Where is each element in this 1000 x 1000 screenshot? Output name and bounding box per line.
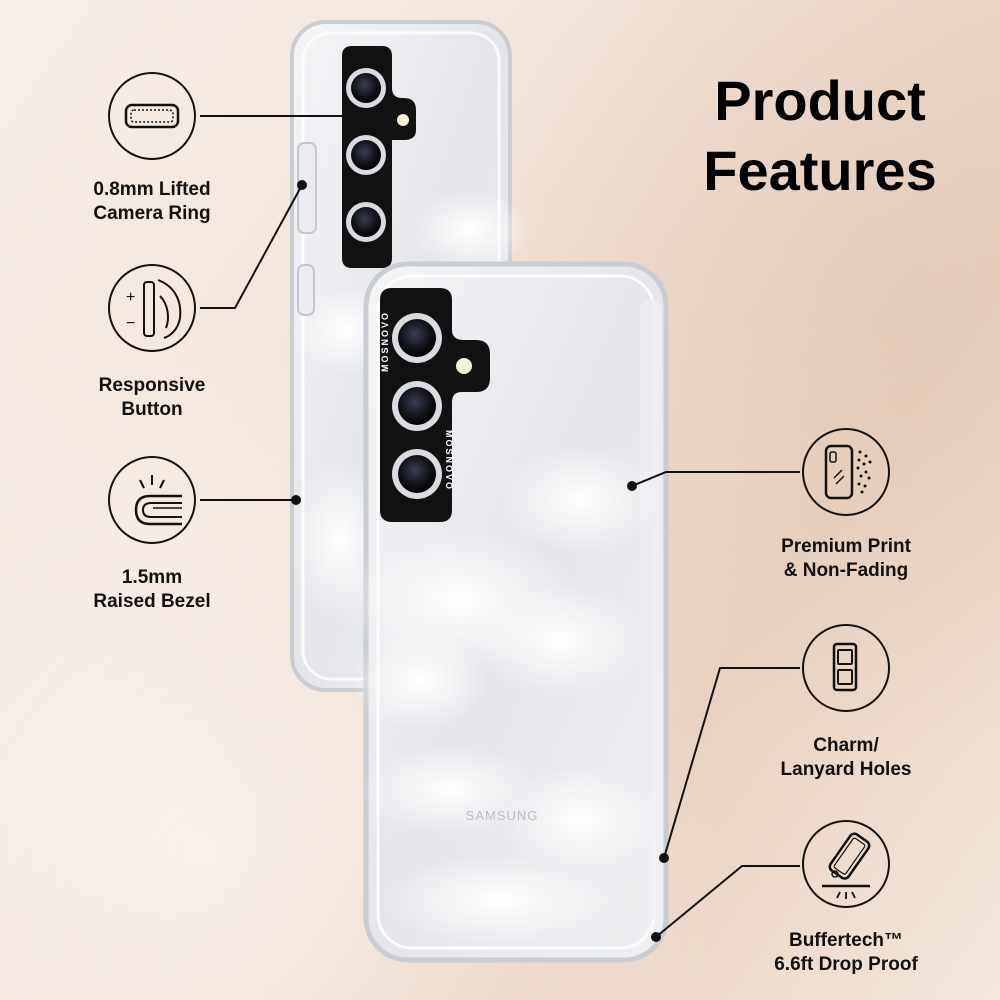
bezel-icon [108, 456, 196, 544]
feature-label-print: Premium Print & Non-Fading [736, 535, 956, 583]
connector-dots [291, 111, 669, 942]
feature-line: Premium Print [781, 536, 911, 557]
button-icon: + − [108, 264, 196, 352]
feature-line: Camera Ring [93, 203, 211, 224]
ring-brand-text: MOSNOVO [380, 311, 390, 372]
camera-ring-icon [108, 72, 196, 160]
feature-label-camera-ring: 0.8mm Lifted Camera Ring [42, 178, 262, 226]
print-icon [802, 428, 890, 516]
svg-text:−: − [126, 315, 135, 332]
feature-line: 6.6ft Drop Proof [774, 954, 918, 975]
feature-label-drop-proof: Buffertech™ 6.6ft Drop Proof [736, 929, 956, 977]
feature-label-lanyard: Charm/ Lanyard Holes [736, 734, 956, 782]
feature-line: Raised Bezel [93, 591, 211, 612]
feature-line: & Non-Fading [783, 560, 909, 581]
ring-brand-text-2: MOSNOVO [444, 430, 454, 491]
feature-line: Buffertech™ [788, 930, 903, 951]
feature-line: 1.5mm [121, 567, 183, 588]
feature-line: Charm/ [813, 735, 879, 756]
feature-line: Lanyard Holes [780, 759, 912, 780]
title-line-2: Features [703, 139, 937, 202]
phone-logo: SAMSUNG [466, 808, 539, 823]
front-phone-case: SAMSUNG MOSNOVO MOSNOVO [340, 261, 669, 963]
svg-text:+: + [126, 289, 135, 306]
page-title: Product Features [660, 66, 980, 206]
feature-line: 0.8mm Lifted [93, 179, 211, 200]
connector-lines [200, 115, 800, 938]
drop-proof-icon [802, 820, 890, 908]
title-line-1: Product [714, 69, 926, 132]
lanyard-icon [802, 624, 890, 712]
feature-label-button: Responsive Button [42, 374, 262, 422]
feature-line: Button [121, 399, 183, 420]
feature-label-bezel: 1.5mm Raised Bezel [42, 566, 262, 614]
feature-line: Responsive [98, 375, 206, 396]
